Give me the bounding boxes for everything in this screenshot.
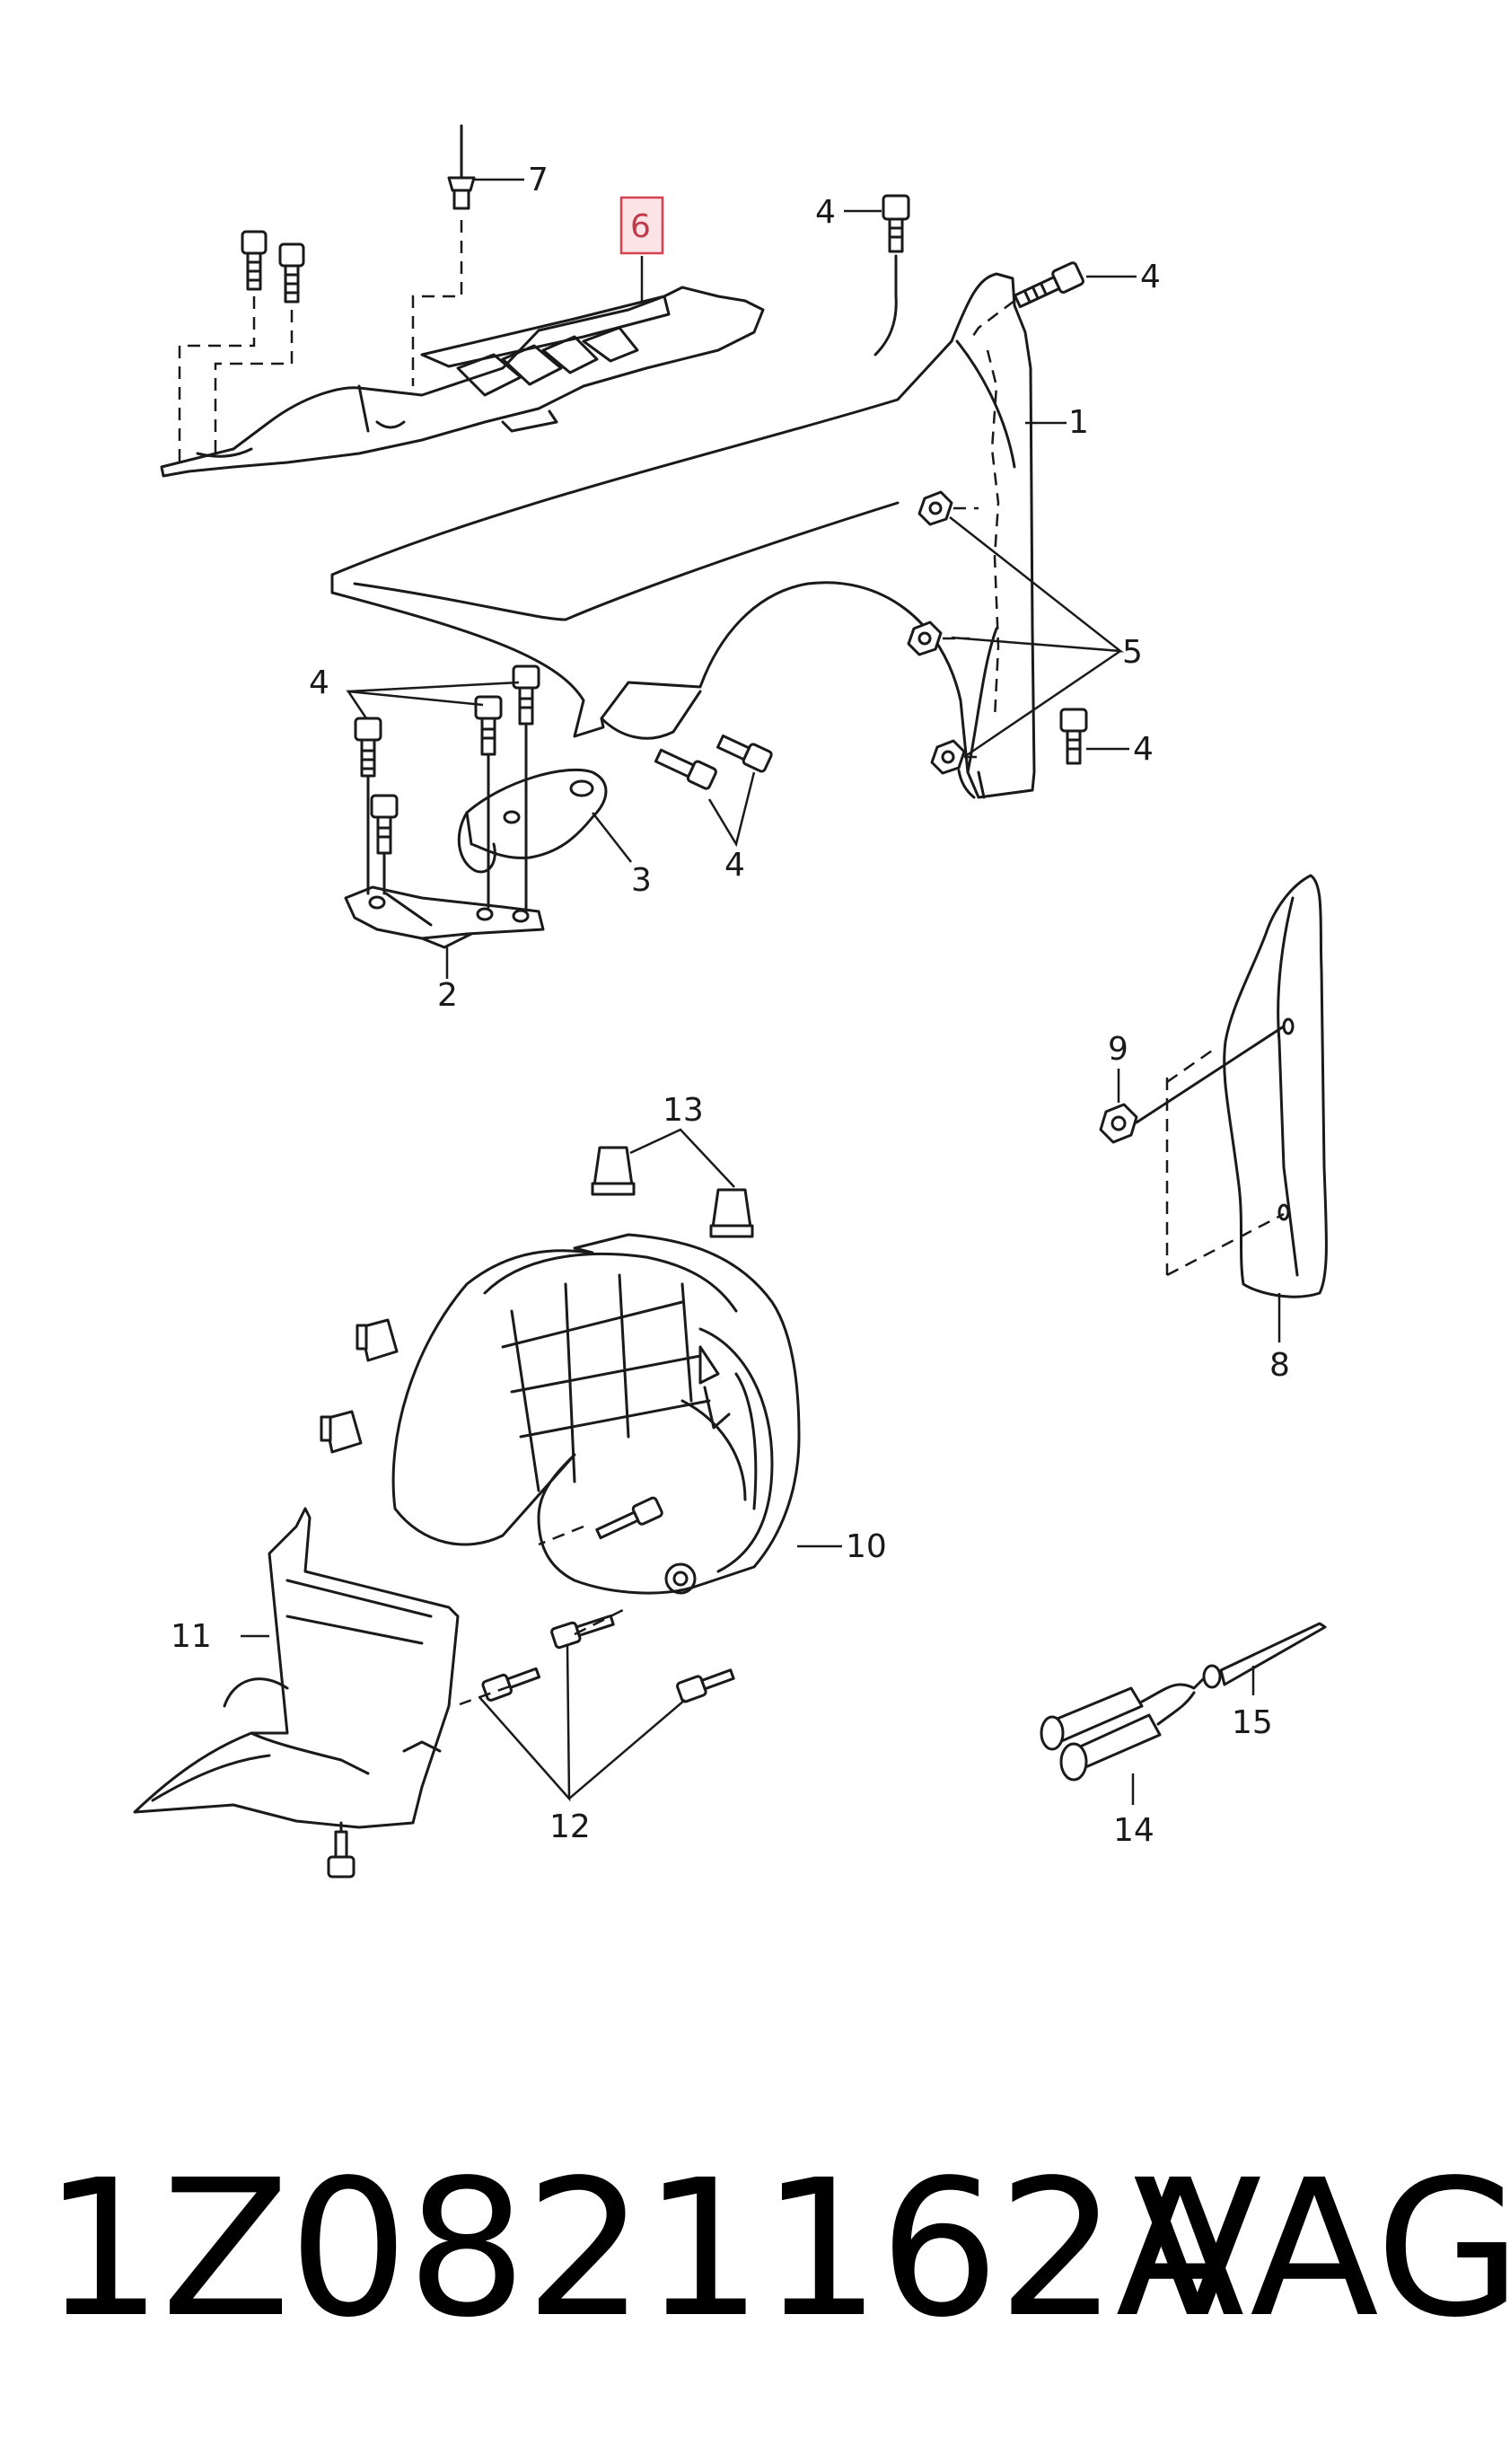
liner-screw-5 [327, 1830, 356, 1879]
bolt-fender-middle-2 [716, 734, 773, 773]
callout-bolt-top-center: 4 [815, 194, 836, 231]
callout-bracket-mid: 3 [631, 862, 652, 899]
clip-left-2 [320, 1410, 363, 1454]
callout-seal-nut: 9 [1108, 1031, 1128, 1068]
callout-bracket-lower: 2 [437, 977, 458, 1014]
liner-screw-4 [676, 1668, 735, 1703]
brand-caption: VAG [1133, 2139, 1510, 2359]
callout-rivet: 7 [528, 162, 549, 198]
bolt-fender-lower-right [1059, 708, 1129, 765]
fender-bracket-mid-part [457, 768, 632, 874]
bolt-top-center [844, 194, 910, 356]
callout-bolt-fender-middle: 4 [724, 847, 745, 884]
callout-rear-seal-strip: 8 [1269, 1347, 1290, 1384]
callout-clip: 13 [663, 1092, 704, 1129]
clip-lower [709, 1188, 754, 1238]
wheel-housing-liner-part [391, 1233, 842, 1595]
callout-bolt-top-right: 4 [1140, 259, 1161, 295]
callout-pin: 15 [1232, 1704, 1273, 1741]
bolt-bracket-2 [370, 794, 399, 855]
callout-bolt-fender-lower-right: 4 [1133, 731, 1154, 768]
callout-fender: 1 [1068, 404, 1089, 441]
callout-expansion-rivet: 14 [1113, 1812, 1154, 1849]
bolt-fender-middle-1 [654, 748, 717, 790]
bolt-upper-left-2 [278, 242, 305, 304]
expansion-rivet-part [1040, 1677, 1205, 1805]
upper-fender-rail-part [160, 256, 765, 478]
callout-nut: 5 [1122, 634, 1143, 671]
fender-bracket-lower-part [344, 885, 545, 979]
callout-wheel-housing-liner: 10 [846, 1528, 887, 1565]
bolt-bracket-1 [354, 717, 382, 778]
pin-part [1202, 1622, 1327, 1695]
wheel-housing-liner-front-part [133, 1507, 460, 1829]
bolt-top-right [968, 261, 1137, 342]
bolt-bracket-4 [512, 664, 540, 726]
fender-part [330, 272, 1067, 799]
bolt-upper-left-1 [241, 230, 268, 291]
seal-nut-part [1099, 1069, 1138, 1144]
rear-seal-strip-part [1223, 874, 1328, 1342]
rivet-part [447, 124, 524, 210]
liner-screw-2 [550, 1615, 615, 1650]
nut-lower [930, 739, 966, 775]
callout-liner-screw: 12 [549, 1808, 591, 1845]
liner-screw-1 [595, 1496, 663, 1540]
part-number-caption: 1Z0821162A [43, 2139, 1244, 2359]
nut-upper [917, 490, 953, 526]
nut-middle [907, 620, 943, 656]
callout-upper-fender-rail: 6 [630, 208, 651, 245]
liner-screw-3 [481, 1667, 541, 1702]
callout-bolt-bracket-group: 4 [309, 664, 329, 701]
highlight-box [619, 196, 664, 255]
clip-upper [591, 1146, 636, 1196]
bolt-bracket-3 [474, 695, 503, 756]
callout-wheel-housing-liner-front: 11 [171, 1618, 212, 1655]
clip-left-1 [356, 1318, 399, 1362]
